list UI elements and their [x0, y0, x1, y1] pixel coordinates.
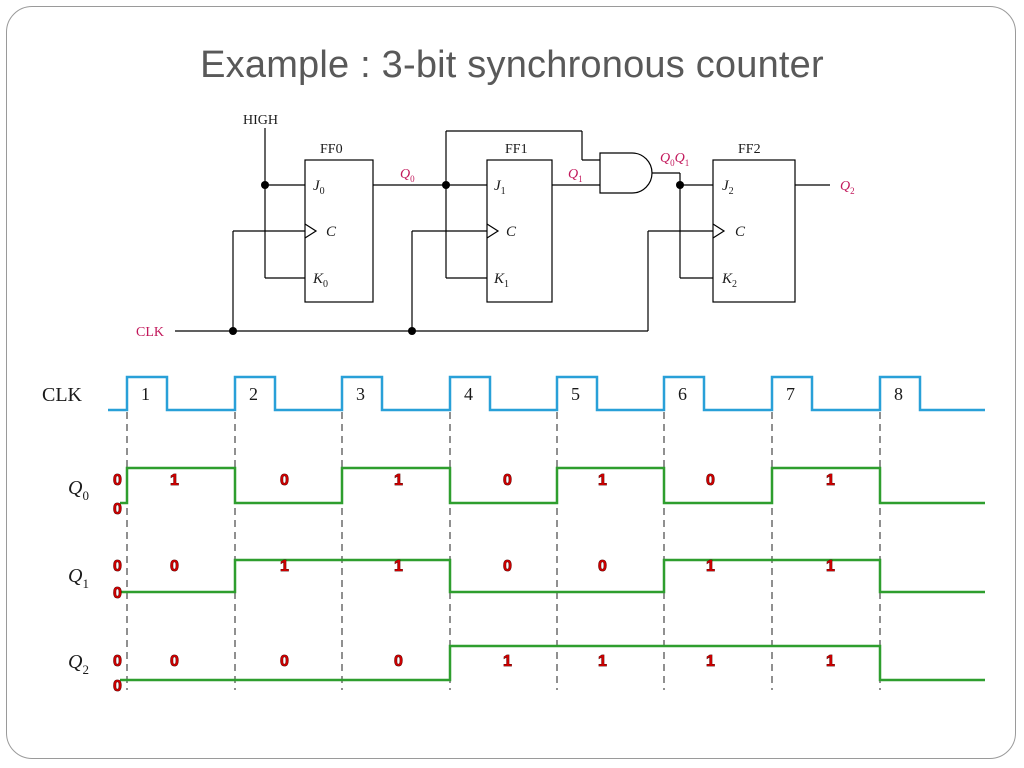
timing-q0-label: Q0	[68, 477, 89, 503]
slide-title: Example : 3-bit synchronous counter	[200, 44, 824, 86]
clk-pulse-number: 5	[571, 384, 580, 404]
high-wire	[264, 128, 305, 279]
ff0-name: FF0	[320, 142, 343, 157]
q2-state-label: 1	[826, 653, 835, 670]
circuit-schematic	[175, 128, 830, 332]
ff2-clock-triangle	[712, 223, 726, 239]
q2-start-high: 0	[113, 653, 122, 670]
q0-start-high: 0	[113, 472, 122, 489]
clk-waveform	[108, 375, 985, 412]
q2-state-label: 1	[503, 653, 512, 670]
q0-state-label: 0	[503, 472, 512, 489]
q2-signal-label: Q2	[840, 179, 855, 196]
ff0-k-label: K0	[312, 271, 328, 290]
q0-waveform	[120, 466, 985, 505]
q1-state-label: 1	[706, 558, 715, 575]
q2-state-label: 0	[394, 653, 403, 670]
q1-state-label: 0	[503, 558, 512, 575]
q1-state-label: 1	[280, 558, 289, 575]
clk-pulse-number: 6	[678, 384, 687, 404]
clk-pulse-number: 2	[249, 384, 258, 404]
ff1-clock-triangle	[486, 223, 500, 239]
q0-state-label: 0	[706, 472, 715, 489]
clk-wire	[175, 230, 713, 332]
ff2-k-label: K2	[721, 271, 737, 290]
q1-state-label: 1	[826, 558, 835, 575]
and-output-wire	[652, 172, 713, 279]
q1-state-label: 0	[598, 558, 607, 575]
q1-start-low: 0	[113, 585, 122, 602]
ff1-c-label: C	[506, 224, 517, 240]
q2-state-label: 1	[706, 653, 715, 670]
ff2-name: FF2	[738, 142, 761, 157]
q2-waveform	[120, 644, 985, 682]
high-label: HIGH	[243, 113, 278, 128]
ff1-k-label: K1	[493, 271, 509, 290]
q2-state-label: 0	[280, 653, 289, 670]
q0-state-label: 1	[170, 472, 179, 489]
q2-state-label: 0	[170, 653, 179, 670]
clock-edge-guides	[126, 412, 881, 690]
q0-wire	[373, 130, 600, 279]
q0-state-label: 1	[394, 472, 403, 489]
ff2-c-label: C	[735, 224, 746, 240]
ff0-j-label: J0	[313, 178, 325, 197]
ff1-name: FF1	[505, 142, 528, 157]
q2-state-label: 1	[598, 653, 607, 670]
q1-start-high: 0	[113, 558, 122, 575]
clk-pulse-numbers: 1 2 3 4 5 6 7 8	[141, 384, 903, 404]
q0q1-signal-label: Q0Q1	[660, 151, 689, 168]
ff0-clock-triangle	[304, 223, 318, 239]
junction-dots	[229, 181, 684, 335]
q0-state-label: 0	[280, 472, 289, 489]
q0-signal-label: Q0	[400, 167, 415, 184]
q1-state-label: 0	[170, 558, 179, 575]
clk-pulse-number: 8	[894, 384, 903, 404]
and-gate	[599, 152, 653, 194]
clk-input-label: CLK	[136, 325, 164, 340]
ff1-j-label: J1	[494, 178, 506, 197]
timing-q2-label: Q2	[68, 651, 89, 677]
q0-start-low: 0	[113, 501, 122, 518]
clk-pulse-number: 1	[141, 384, 150, 404]
state-value-labels: 1 0 1 0 1 0 1 0 1 1 0 0 1 1 0 0 0 1 1 1 1	[170, 472, 836, 671]
clk-pulse-number: 4	[464, 384, 473, 404]
q0-state-label: 1	[826, 472, 835, 489]
ff2-j-label: J2	[722, 178, 734, 197]
q1-state-label: 1	[394, 558, 403, 575]
timing-clk-label: CLK	[42, 384, 83, 406]
clk-pulse-number: 7	[786, 384, 795, 404]
ff0-c-label: C	[326, 224, 337, 240]
q1-signal-label: Q1	[568, 167, 583, 184]
q0-state-label: 1	[598, 472, 607, 489]
timing-q1-label: Q1	[68, 565, 89, 591]
q2-start-low: 0	[113, 678, 122, 695]
clk-pulse-number: 3	[356, 384, 365, 404]
q1-waveform	[120, 558, 985, 594]
